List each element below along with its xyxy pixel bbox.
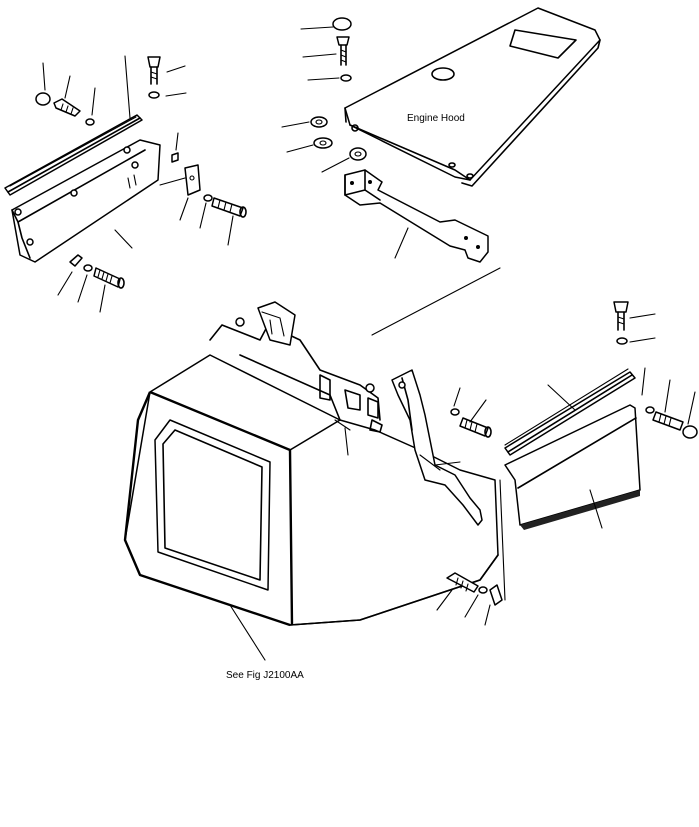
right-rail-assembly — [504, 301, 698, 530]
cab-body — [123, 267, 501, 661]
hood-hardware — [281, 17, 367, 173]
hood-bracket — [344, 169, 489, 263]
see-fig-label: See Fig J2100AA — [226, 670, 304, 681]
engine-hood: Engine Hood — [344, 7, 601, 187]
engine-hood-label: Engine Hood — [407, 113, 465, 124]
cab-lower-hardware — [436, 387, 506, 626]
left-top-hardware — [35, 56, 247, 246]
left-rail-assembly — [4, 55, 161, 313]
